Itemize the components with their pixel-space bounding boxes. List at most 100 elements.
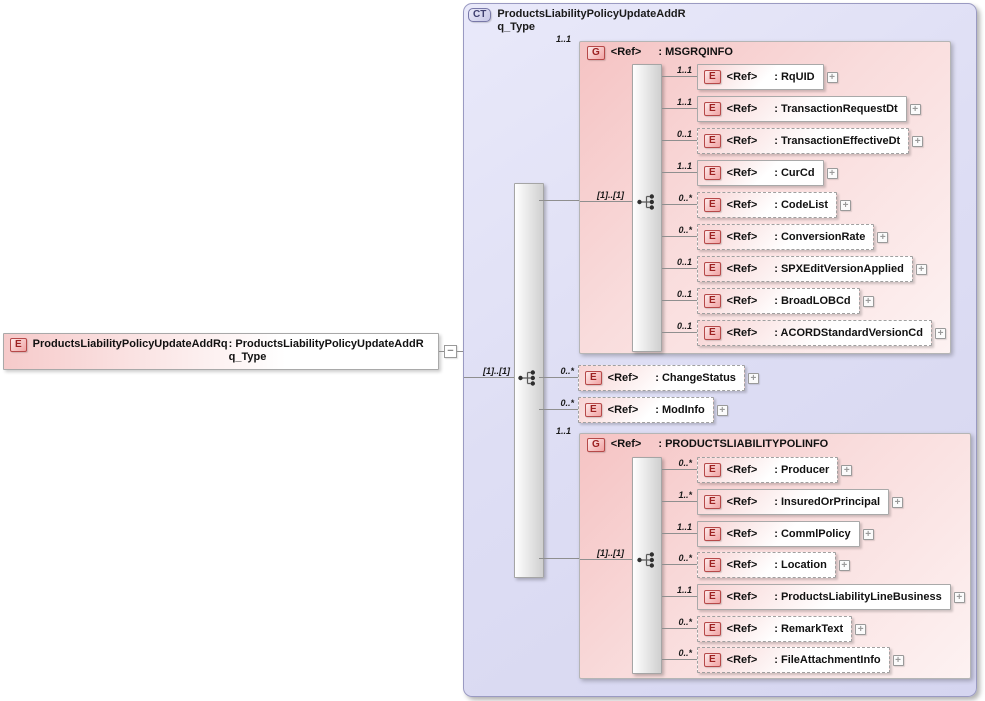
expand-icon[interactable]: + (747, 372, 759, 384)
element-commlpolicy[interactable]: E <Ref> : CommlPolicy (697, 521, 860, 547)
group-header[interactable]: G <Ref> : MSGRQINFO (587, 46, 733, 60)
connector-line (662, 564, 697, 565)
expand-icon[interactable]: + (912, 135, 924, 147)
ref-label: <Ref> (726, 463, 758, 476)
connector-line (662, 172, 697, 173)
element-curcd[interactable]: E <Ref> : CurCd (697, 160, 824, 186)
element-conversionrate[interactable]: E <Ref> : ConversionRate (697, 224, 875, 250)
group-name: : MSGRQINFO (658, 46, 733, 58)
expand-icon[interactable]: + (934, 327, 946, 339)
element-broadlobcd[interactable]: E <Ref> : BroadLOBCd (697, 288, 860, 314)
element-row: E <Ref> : RqUID + (697, 64, 838, 90)
element-badge: E (704, 558, 721, 572)
element-badge: E (704, 463, 721, 477)
expand-icon[interactable]: + (838, 559, 850, 571)
complex-type-badge: CT (468, 8, 492, 22)
cardinality-label: 1..1 (676, 65, 692, 75)
element-acordstandardversioncd[interactable]: E <Ref> : ACORDStandardVersionCd (697, 320, 932, 346)
group-productsliabilitypolinfo: G <Ref> : PRODUCTSLIABILITYPOLINFO [1]..… (579, 433, 971, 679)
element-badge: E (704, 102, 721, 116)
connector-line (662, 108, 697, 109)
group-badge: G (587, 438, 605, 452)
connector-line (662, 533, 697, 534)
collapse-toggle[interactable]: − (444, 345, 457, 358)
expand-icon[interactable]: + (826, 71, 838, 83)
expand-icon[interactable]: + (877, 231, 889, 243)
ref-label: <Ref> (726, 70, 758, 83)
connector-line (539, 377, 578, 378)
expand-icon[interactable]: + (841, 464, 853, 476)
element-row: E <Ref> : ModInfo + (578, 397, 728, 423)
ref-label: <Ref> (726, 198, 758, 211)
element-name: : CurCd (774, 166, 815, 179)
ref-label: <Ref> (607, 403, 639, 416)
root-element-box[interactable]: E ProductsLiabilityPolicyUpdateAddRq : P… (3, 333, 439, 370)
element-producer[interactable]: E <Ref> : Producer (697, 457, 839, 483)
connector-line (439, 351, 444, 352)
element-name: : SPXEditVersionApplied (774, 262, 904, 275)
element-name: : FileAttachmentInfo (774, 653, 881, 666)
cardinality-label: 1..1 (676, 522, 692, 532)
expand-icon[interactable]: + (915, 263, 927, 275)
cardinality-label: [1]..[1] (597, 548, 624, 558)
connector-line (457, 351, 463, 352)
element-spxeditversionapplied[interactable]: E <Ref> : SPXEditVersionApplied (697, 256, 913, 282)
complex-type-header[interactable]: CT ProductsLiabilityPolicyUpdateAddRq_Ty… (468, 8, 691, 34)
expand-icon[interactable]: + (953, 591, 965, 603)
expand-icon[interactable]: + (826, 167, 838, 179)
element-name: : TransactionRequestDt (774, 102, 898, 115)
element-transactioneffectivedt[interactable]: E <Ref> : TransactionEffectiveDt (697, 128, 910, 154)
element-row: E <Ref> : ChangeStatus + (578, 365, 759, 391)
group-header[interactable]: G <Ref> : PRODUCTSLIABILITYPOLINFO (587, 438, 828, 452)
element-badge: E (704, 70, 721, 84)
element-row: E <Ref> : CommlPolicy + (697, 521, 874, 547)
element-badge: E (585, 403, 602, 417)
element-fileattachmentinfo[interactable]: E <Ref> : FileAttachmentInfo (697, 647, 890, 673)
element-transactionrequestdt[interactable]: E <Ref> : TransactionRequestDt (697, 96, 907, 122)
ref-label: <Ref> (726, 294, 758, 307)
ref-label: <Ref> (726, 166, 758, 179)
element-location[interactable]: E <Ref> : Location (697, 552, 836, 578)
element-rquid[interactable]: E <Ref> : RqUID (697, 64, 824, 90)
element-badge: E (704, 198, 721, 212)
cardinality-label: 0..* (678, 225, 692, 235)
connector-line (539, 558, 579, 559)
ref-label: <Ref> (607, 371, 639, 384)
connector-line (662, 140, 697, 141)
element-row: E <Ref> : BroadLOBCd + (697, 288, 874, 314)
connector-line (464, 377, 514, 378)
root-element-name: ProductsLiabilityPolicyUpdateAddRq (32, 338, 228, 350)
expand-icon[interactable]: + (892, 496, 903, 508)
expand-icon[interactable]: + (892, 654, 904, 666)
element-badge: E (585, 371, 602, 385)
element-changestatus[interactable]: E <Ref> : ChangeStatus (578, 365, 745, 391)
expand-icon[interactable]: + (862, 295, 874, 307)
expand-icon[interactable]: + (909, 103, 921, 115)
element-badge: E (704, 262, 721, 276)
element-name: : CommlPolicy (774, 527, 851, 540)
element-name: : CodeList (774, 198, 829, 211)
element-badge: E (704, 294, 721, 308)
element-modinfo[interactable]: E <Ref> : ModInfo (578, 397, 714, 423)
element-row: E <Ref> : ACORDStandardVersionCd + (697, 320, 946, 346)
expand-icon[interactable]: + (855, 623, 867, 635)
expand-icon[interactable]: + (716, 404, 728, 416)
ref-label: <Ref> (726, 590, 758, 603)
element-name: : Location (774, 558, 827, 571)
connector-line (662, 332, 697, 333)
element-row: E <Ref> : TransactionEffectiveDt + (697, 128, 924, 154)
expand-icon[interactable]: + (840, 199, 852, 211)
element-remarktext[interactable]: E <Ref> : RemarkText (697, 616, 853, 642)
complex-type-title: ProductsLiabilityPolicyUpdateAddRq_Type (497, 8, 686, 33)
group-badge: G (587, 46, 605, 60)
connector-line (662, 501, 697, 502)
expand-icon[interactable]: + (862, 528, 874, 540)
cardinality-label: 0..1 (676, 321, 692, 331)
element-row: E <Ref> : Producer + (697, 457, 853, 483)
cardinality-label: 1..1 (676, 97, 692, 107)
element-insuredorprincipal[interactable]: E <Ref> : InsuredOrPrincipal (697, 489, 889, 515)
element-codelist[interactable]: E <Ref> : CodeList (697, 192, 838, 218)
cardinality-label: 0..1 (676, 129, 692, 139)
element-productsliabilitylinebusiness[interactable]: E <Ref> : ProductsLiabilityLineBusiness (697, 584, 951, 610)
